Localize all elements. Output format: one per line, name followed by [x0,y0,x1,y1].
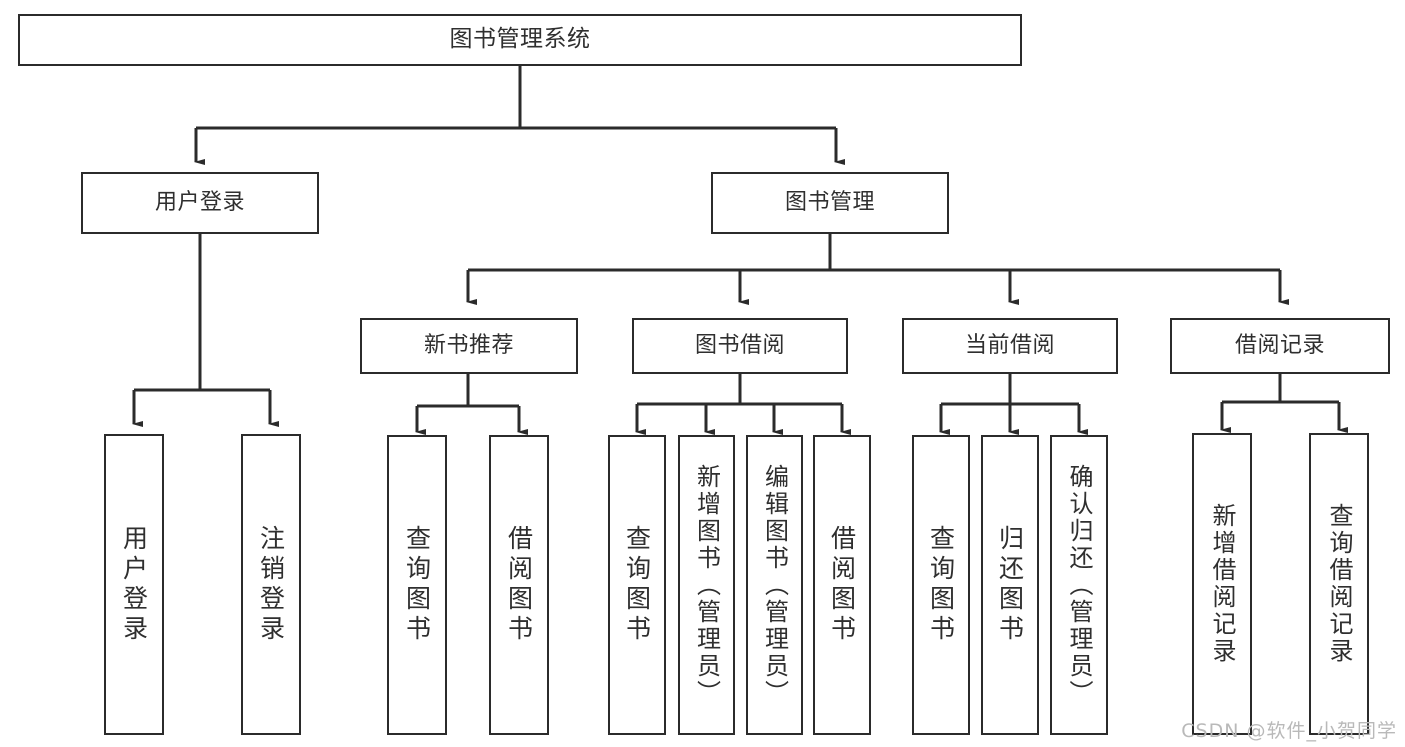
leaf-user-login-label: 用户登录 [119,524,149,645]
node-book-borrow[interactable]: 图书借阅 [632,318,848,374]
node-book-manage-label: 图书管理 [784,190,875,216]
leaf-query-record-label: 查询借阅记录 [1325,503,1353,665]
leaf-query-book-2-label: 查询图书 [622,525,652,645]
node-current-borrow-label: 当前借阅 [964,333,1055,359]
leaf-add-book-label: 新增图书（管理员） [692,463,721,707]
leaf-query-book-1[interactable]: 查询图书 [387,435,447,735]
node-new-book-rec[interactable]: 新书推荐 [360,318,578,374]
watermark-text: CSDN @软件_小贺同学 [1181,720,1397,742]
leaf-logout[interactable]: 注销登录 [241,434,301,735]
leaf-query-book-3-label: 查询图书 [926,525,956,645]
leaf-query-record[interactable]: 查询借阅记录 [1309,433,1369,735]
node-user-login-label: 用户登录 [154,190,245,216]
leaf-return-book-label: 归还图书 [995,525,1025,645]
leaf-query-book-1-label: 查询图书 [402,525,432,645]
leaf-add-book[interactable]: 新增图书（管理员） [678,435,735,735]
leaf-edit-book-label: 编辑图书（管理员） [760,463,789,707]
leaf-user-login[interactable]: 用户登录 [104,434,164,735]
node-book-manage[interactable]: 图书管理 [711,172,949,234]
leaf-borrow-book-1-label: 借阅图书 [504,525,534,645]
leaf-query-book-2[interactable]: 查询图书 [608,435,666,735]
node-current-borrow[interactable]: 当前借阅 [902,318,1118,374]
leaf-return-book[interactable]: 归还图书 [981,435,1039,735]
node-book-borrow-label: 图书借阅 [694,333,785,359]
node-new-book-rec-label: 新书推荐 [423,333,514,359]
leaf-add-record[interactable]: 新增借阅记录 [1192,433,1252,735]
leaf-query-book-3[interactable]: 查询图书 [912,435,970,735]
leaf-add-record-label: 新增借阅记录 [1208,503,1236,665]
node-borrow-record-label: 借阅记录 [1234,333,1325,359]
node-root-label: 图书管理系统 [449,26,591,53]
leaf-borrow-book-2[interactable]: 借阅图书 [813,435,871,735]
leaf-confirm-return-label: 确认归还（管理员） [1065,463,1093,707]
leaf-borrow-book-1[interactable]: 借阅图书 [489,435,549,735]
leaf-logout-label: 注销登录 [256,524,286,645]
leaf-confirm-return[interactable]: 确认归还（管理员） [1050,435,1108,735]
node-root[interactable]: 图书管理系统 [18,14,1022,66]
node-borrow-record[interactable]: 借阅记录 [1170,318,1390,374]
node-user-login[interactable]: 用户登录 [81,172,319,234]
leaf-borrow-book-2-label: 借阅图书 [827,525,857,645]
leaf-edit-book[interactable]: 编辑图书（管理员） [746,435,803,735]
